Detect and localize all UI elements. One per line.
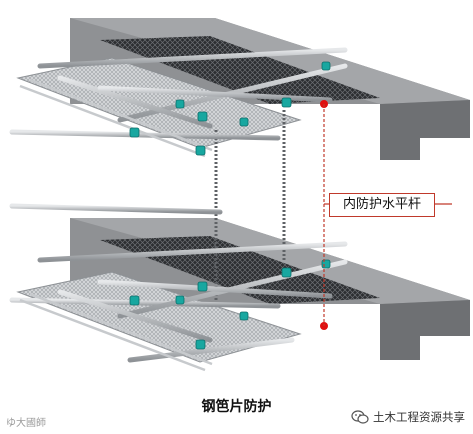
inner-guard-rail-label: 内防护水平杆 — [329, 193, 435, 217]
tie-rods — [214, 110, 286, 300]
figure-caption: 钢笆片防护 — [201, 399, 272, 415]
watermark-left: ゆ大國師 — [6, 418, 46, 429]
horizontal-ledgers — [9, 47, 348, 363]
lower-mesh-deck — [16, 271, 302, 363]
couplers — [129, 61, 331, 350]
callout-leader — [320, 100, 452, 330]
deck-transoms — [19, 78, 213, 372]
watermark-right: 土木工程资源共享 — [351, 409, 465, 425]
watermark-right-text: 土木工程资源共享 — [373, 410, 465, 424]
wechat-icon — [351, 410, 369, 424]
vertical-standards — [131, 37, 329, 395]
upper-slab — [70, 18, 470, 160]
